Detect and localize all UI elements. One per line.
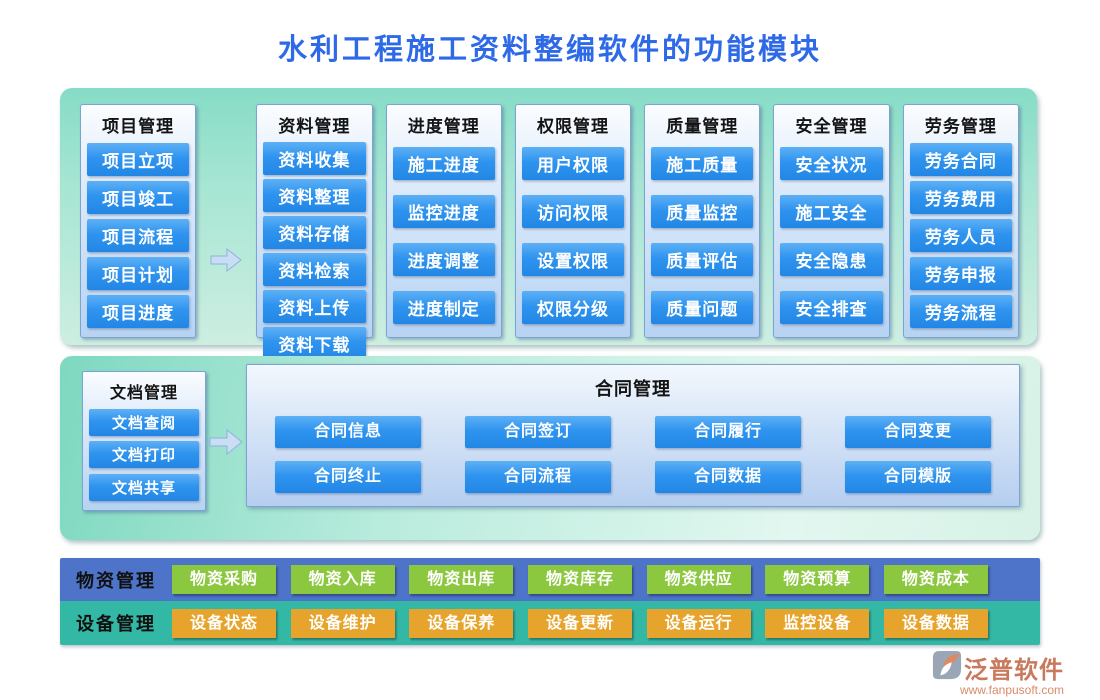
module-header: 项目管理 xyxy=(102,117,175,136)
document-items: 文档查阅文档打印文档共享 xyxy=(83,406,205,510)
row-label: 设备管理 xyxy=(76,614,156,634)
module-button[interactable]: 物资出库 xyxy=(409,565,514,594)
module-panel-document: 文档管理 文档查阅文档打印文档共享 xyxy=(82,371,206,511)
module-items: 施工进度监控进度进度调整进度制定 xyxy=(387,140,501,337)
equipment-management-row: 设备管理 设备状态设备维护设备保养设备更新设备运行监控设备设备数据 xyxy=(60,601,1040,645)
module-button[interactable]: 设置权限 xyxy=(521,242,625,276)
module-button[interactable]: 监控进度 xyxy=(392,195,495,229)
module-button[interactable]: 设备状态 xyxy=(172,608,276,638)
module-items: 项目立项项目竣工项目流程项目计划项目进度 xyxy=(81,140,195,337)
module-button[interactable]: 物资库存 xyxy=(527,565,632,594)
module-header: 安全管理 xyxy=(795,117,868,136)
module-button[interactable]: 合同终止 xyxy=(275,461,421,493)
module-button[interactable]: 进度制定 xyxy=(392,290,495,324)
module-panel-progress: 进度管理施工进度监控进度进度调整进度制定 xyxy=(385,104,502,338)
module-button[interactable]: 施工进度 xyxy=(392,147,495,181)
module-header: 资料管理 xyxy=(278,117,351,136)
module-button[interactable]: 物资预算 xyxy=(765,565,870,594)
module-header: 劳务管理 xyxy=(924,117,997,136)
module-button[interactable]: 设备更新 xyxy=(527,608,632,638)
arrow-right-icon xyxy=(208,426,244,463)
module-button[interactable]: 项目竣工 xyxy=(87,180,190,214)
equipment-items: 设备状态设备维护设备保养设备更新设备运行监控设备设备数据 xyxy=(172,608,988,638)
module-button[interactable]: 项目进度 xyxy=(87,295,190,329)
module-panel-contract: 合同管理 合同信息 合同签订 合同履行 合同变更合同终止 合同流程 合同数据 合同模版 xyxy=(246,364,1020,507)
module-button[interactable]: 权限分级 xyxy=(521,290,625,324)
module-button[interactable]: 设备保养 xyxy=(409,608,514,638)
contract-items: 合同信息 合同签订 合同履行 合同变更合同终止 合同流程 合同数据 合同模版 xyxy=(247,401,1019,493)
module-button[interactable]: 物资供应 xyxy=(646,565,751,594)
module-items: 施工质量质量监控质量评估质量问题 xyxy=(645,140,759,337)
module-button[interactable]: 施工安全 xyxy=(780,195,883,229)
module-button[interactable]: 文档共享 xyxy=(89,474,199,502)
footer-brand: 泛普软件 www.fanpusoft.com xyxy=(932,650,1092,697)
module-button[interactable]: 劳务人员 xyxy=(909,218,1012,252)
module-button[interactable]: 物资入库 xyxy=(290,565,395,594)
module-button[interactable]: 资料整理 xyxy=(263,179,366,212)
module-button[interactable]: 设备维护 xyxy=(290,608,395,638)
module-button[interactable]: 合同数据 xyxy=(655,461,801,493)
module-button[interactable]: 劳务费用 xyxy=(909,180,1012,214)
module-button[interactable]: 访问权限 xyxy=(521,195,625,229)
module-button[interactable]: 项目流程 xyxy=(87,218,190,252)
module-button[interactable]: 合同签订 xyxy=(465,416,611,448)
module-button[interactable]: 物资成本 xyxy=(883,565,988,594)
material-items: 物资采购物资入库物资出库物资库存物资供应物资预算物资成本 xyxy=(172,565,988,594)
module-button[interactable]: 资料存储 xyxy=(263,216,366,249)
module-button[interactable]: 进度调整 xyxy=(392,242,495,276)
module-button[interactable]: 资料收集 xyxy=(263,142,366,175)
top-modules-section: 项目管理项目立项项目竣工项目流程项目计划项目进度资料管理资料收集资料整理资料存储… xyxy=(60,88,1037,360)
module-button[interactable]: 用户权限 xyxy=(521,147,625,181)
module-button[interactable]: 文档查阅 xyxy=(89,408,199,436)
module-header: 权限管理 xyxy=(536,117,609,136)
module-button[interactable]: 资料上传 xyxy=(263,290,366,323)
material-management-row: 物资管理 物资采购物资入库物资出库物资库存物资供应物资预算物资成本 xyxy=(60,558,1040,601)
middle-section: 文档管理 文档查阅文档打印文档共享 合同管理 合同信息合同签订合同履行合同变更合… xyxy=(60,356,1040,540)
module-header: 文档管理 xyxy=(109,385,178,402)
module-items: 劳务合同劳务费用劳务人员劳务申报劳务流程 xyxy=(904,140,1018,337)
module-button[interactable]: 安全隐患 xyxy=(780,242,883,276)
module-button[interactable]: 项目立项 xyxy=(87,142,190,176)
brand-website: www.fanpusoft.com xyxy=(959,683,1065,697)
module-button[interactable]: 合同流程 xyxy=(465,461,611,493)
module-panel-data: 资料管理资料收集资料整理资料存储资料检索资料上传资料下载 xyxy=(256,104,373,360)
module-button[interactable]: 劳务流程 xyxy=(909,295,1012,329)
fanpu-logo-icon xyxy=(932,650,962,685)
module-header: 合同管理 xyxy=(595,379,671,399)
module-button[interactable]: 安全状况 xyxy=(780,147,883,181)
module-button[interactable]: 监控设备 xyxy=(765,608,870,638)
module-button[interactable]: 质量评估 xyxy=(651,242,754,276)
module-items: 用户权限访问权限设置权限权限分级 xyxy=(516,140,630,337)
module-button[interactable]: 资料下载 xyxy=(263,327,366,360)
module-button[interactable]: 项目计划 xyxy=(87,257,190,291)
module-button[interactable]: 质量监控 xyxy=(651,195,754,229)
module-header: 质量管理 xyxy=(666,117,739,136)
module-button[interactable]: 物资采购 xyxy=(172,565,276,594)
module-panel-project: 项目管理项目立项项目竣工项目流程项目计划项目进度 xyxy=(80,104,197,338)
module-button[interactable]: 文档打印 xyxy=(89,441,199,469)
module-button[interactable]: 安全排查 xyxy=(780,290,883,324)
module-button[interactable]: 合同信息 xyxy=(275,416,421,448)
row-label: 物资管理 xyxy=(76,570,156,591)
module-button[interactable]: 设备数据 xyxy=(883,608,988,638)
brand-name: 泛普软件 xyxy=(964,658,1064,684)
module-button[interactable]: 施工质量 xyxy=(651,147,754,181)
module-button[interactable]: 合同履行 xyxy=(655,416,801,448)
module-button[interactable]: 合同模版 xyxy=(845,461,991,493)
page-title: 水利工程施工资料整编软件的功能模块 xyxy=(277,34,822,66)
module-header: 进度管理 xyxy=(407,117,480,136)
module-button[interactable]: 质量问题 xyxy=(651,290,754,324)
module-items: 资料收集资料整理资料存储资料检索资料上传资料下载 xyxy=(257,140,371,368)
module-button[interactable]: 劳务合同 xyxy=(909,142,1012,176)
module-panel-quality: 质量管理施工质量质量监控质量评估质量问题 xyxy=(644,104,761,338)
module-button[interactable]: 资料检索 xyxy=(263,253,366,286)
module-button[interactable]: 设备运行 xyxy=(646,608,751,638)
module-items: 安全状况施工安全安全隐患安全排查 xyxy=(774,140,888,337)
module-panel-labor: 劳务管理劳务合同劳务费用劳务人员劳务申报劳务流程 xyxy=(902,104,1019,338)
module-button[interactable]: 合同变更 xyxy=(845,416,991,448)
arrow-right-icon xyxy=(209,245,243,275)
module-button[interactable]: 劳务申报 xyxy=(909,257,1012,291)
module-panel-permission: 权限管理用户权限访问权限设置权限权限分级 xyxy=(514,104,632,338)
module-panel-safety: 安全管理安全状况施工安全安全隐患安全排查 xyxy=(773,104,890,338)
